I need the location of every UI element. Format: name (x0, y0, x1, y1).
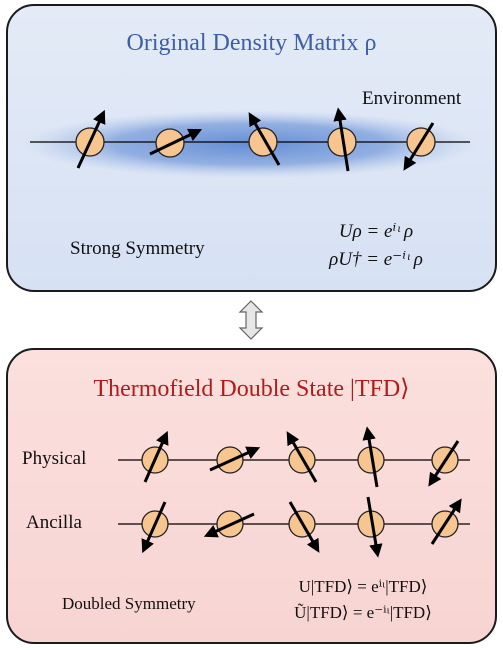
spin-icon (428, 440, 460, 487)
spin-icon (149, 128, 203, 158)
spin-icon (209, 446, 261, 474)
spin-icon (141, 501, 169, 554)
panel-title: Original Density Matrix ρ (126, 30, 377, 56)
spin-icon (357, 496, 385, 558)
spin-icon (430, 498, 462, 545)
spin-icon (327, 107, 357, 172)
strong-symmetry-label: Strong Symmetry (70, 238, 205, 259)
environment-label: Environment (362, 88, 462, 109)
physical-label: Physical (22, 448, 87, 469)
spin-icon (203, 510, 255, 538)
symmetry-equation-2: ρU† = e⁻ⁱᶥ ρ (329, 249, 423, 270)
spin-icon (288, 501, 320, 553)
spin-icon (141, 430, 169, 483)
doubled-symmetry-label: Doubled Symmetry (62, 594, 196, 613)
double-arrow-icon (238, 300, 264, 340)
symmetry-equation-1: Uρ = eⁱᶥ ρ (338, 221, 414, 242)
spin-icon (403, 122, 436, 171)
spin-icon (286, 431, 318, 483)
doubled-equation-2: Ũ|TFD⟩ = e⁻ⁱᶥ|TFD⟩ (294, 603, 432, 622)
thermofield-double-panel: Thermofield Double State |TFD⟩ (6, 348, 497, 644)
spin-icon (357, 426, 385, 488)
doubled-equation-1: U|TFD⟩ = eⁱᶥ|TFD⟩ (298, 577, 428, 596)
ancilla-label: Ancilla (26, 512, 82, 533)
spin-icon (248, 112, 281, 166)
panel-title: Thermofield Double State |TFD⟩ (93, 376, 410, 402)
spin-icon (75, 109, 106, 169)
